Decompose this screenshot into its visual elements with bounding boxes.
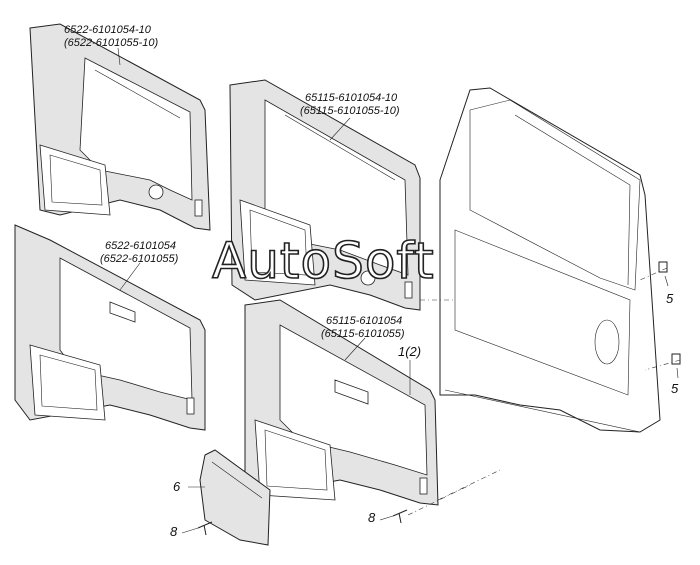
hinge-top xyxy=(658,261,668,273)
label-panel-1-number: 6522-6101054-10 xyxy=(64,24,151,36)
label-screw-left: 8 xyxy=(170,524,178,539)
leader-lines xyxy=(117,47,681,534)
label-cover: 6 xyxy=(173,479,181,494)
panel-6522-6101054 xyxy=(14,224,206,431)
label-hinge-top: 5 xyxy=(666,291,674,306)
label-hinge-bottom: 5 xyxy=(671,381,679,396)
label-panel-4-alt-number: (65115-6101055) xyxy=(321,328,405,340)
label-panel-3-number: 6522-6101054 xyxy=(105,240,176,252)
screw-left xyxy=(197,521,213,536)
label-door-frame: 1(2) xyxy=(398,344,422,359)
hinge-bottom xyxy=(671,353,681,365)
label-panel-3-alt-number: (6522-6101055) xyxy=(100,253,179,265)
watermark: AutoSoft xyxy=(211,231,435,291)
label-panel-2-number: 65115-6101054-10 xyxy=(305,92,398,104)
label-screw-right: 8 xyxy=(368,510,376,525)
panel-6522-6101054-10 xyxy=(29,23,211,231)
panel-65115-6101054-10 xyxy=(229,79,421,311)
door-frame xyxy=(439,87,661,433)
cover-part-6 xyxy=(199,449,271,546)
label-panel-4-number: 65115-6101054 xyxy=(326,315,403,327)
label-panel-1-alt-number: (6522-6101055-10) xyxy=(64,37,159,49)
label-panel-2-alt-number: (65115-6101055-10) xyxy=(300,105,400,117)
panel-65115-6101054 xyxy=(244,299,439,506)
screw-right xyxy=(392,509,408,524)
